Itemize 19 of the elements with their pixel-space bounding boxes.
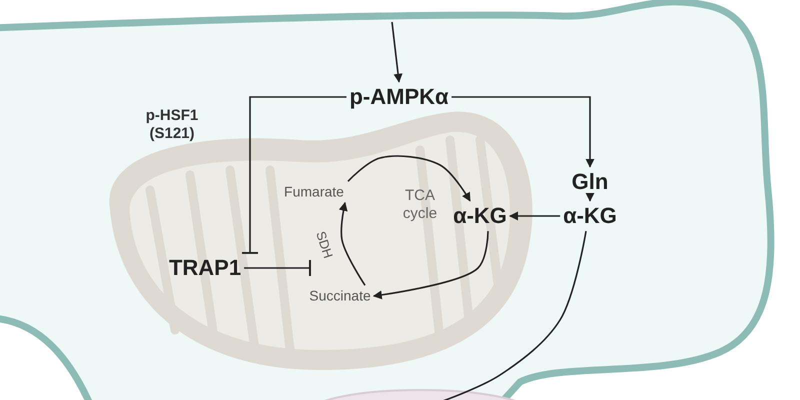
metabolite-label: α-KG	[453, 204, 507, 228]
inhibition-line	[242, 96, 346, 254]
protein-label: TRAP1	[168, 256, 242, 280]
arrow	[372, 231, 489, 300]
enzyme-label: SDH	[312, 230, 336, 260]
arrow	[509, 212, 560, 220]
cycle-label: TCA cycle	[402, 187, 438, 223]
inhibition-line	[244, 260, 311, 276]
arrow	[347, 155, 471, 202]
arrow	[338, 202, 366, 286]
protein-label: p-AMPKα	[349, 84, 449, 110]
arrow	[391, 22, 403, 83]
edge-label: p-HSF1 (S121)	[144, 107, 200, 143]
metabolite-label: Succinate	[309, 288, 371, 304]
arrow	[586, 192, 594, 202]
metabolite-label: α-KG	[563, 204, 617, 228]
metabolite-label: Fumarate	[284, 184, 344, 200]
arrow	[452, 96, 594, 168]
metabolite-label: Gln	[572, 170, 608, 194]
